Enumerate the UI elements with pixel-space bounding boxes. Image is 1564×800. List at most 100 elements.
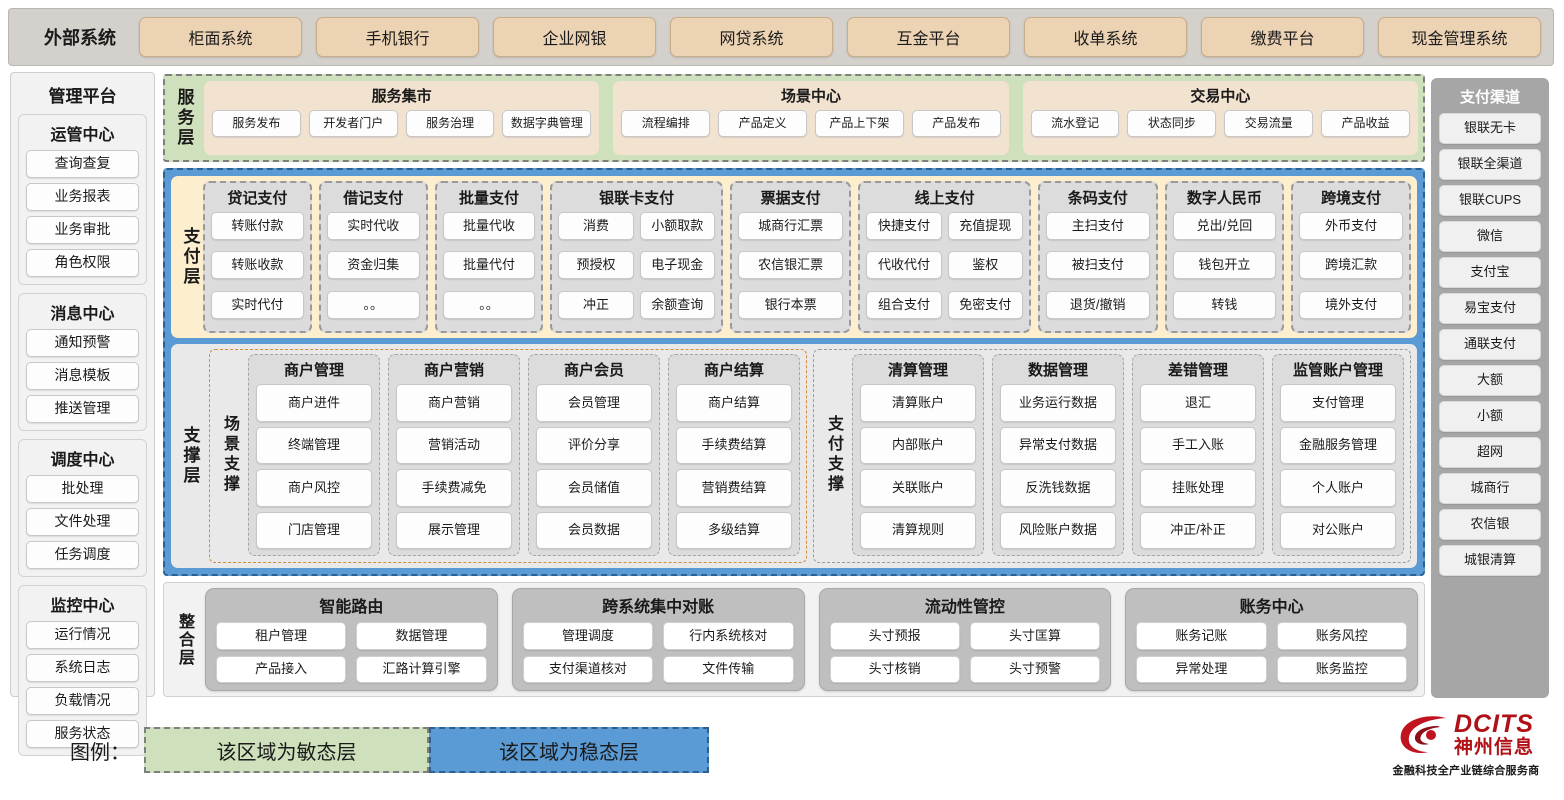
mgmt-item[interactable]: 查询查复 xyxy=(26,150,139,178)
mgmt-item[interactable]: 业务审批 xyxy=(26,216,139,244)
support-item[interactable]: 个人账户 xyxy=(1280,469,1396,507)
support-item[interactable]: 终端管理 xyxy=(256,426,372,464)
integration-item[interactable]: 管理调度 xyxy=(522,622,654,650)
mgmt-item[interactable]: 任务调度 xyxy=(26,541,139,569)
payment-item[interactable]: 余额查询 xyxy=(639,290,715,319)
payment-channel-item[interactable]: 银联全渠道 xyxy=(1439,149,1541,180)
service-item[interactable]: 交易流量 xyxy=(1224,110,1314,137)
support-item[interactable]: 清算账户 xyxy=(860,384,976,422)
payment-item[interactable]: 转账收款 xyxy=(211,251,304,280)
service-item[interactable]: 流水登记 xyxy=(1030,110,1120,137)
payment-item[interactable]: 充值提现 xyxy=(947,212,1023,240)
support-item[interactable]: 手续费结算 xyxy=(676,426,792,464)
payment-item[interactable]: 资金归集 xyxy=(326,251,420,280)
service-item[interactable]: 开发者门户 xyxy=(308,110,398,137)
external-system-item[interactable]: 互金平台 xyxy=(847,17,1010,57)
service-item[interactable]: 流程编排 xyxy=(621,110,711,137)
mgmt-item[interactable]: 服务状态 xyxy=(26,720,139,748)
service-item[interactable]: 产品发布 xyxy=(911,110,1001,137)
support-item[interactable]: 业务运行数据 xyxy=(1000,384,1116,422)
service-item[interactable]: 状态同步 xyxy=(1127,110,1217,137)
payment-item[interactable]: 。。 xyxy=(326,290,420,319)
payment-item[interactable]: 外币支付 xyxy=(1299,212,1404,240)
external-system-item[interactable]: 手机银行 xyxy=(316,17,479,57)
integration-item[interactable]: 账务监控 xyxy=(1276,655,1407,683)
support-item[interactable]: 商户营销 xyxy=(396,384,512,422)
integration-item[interactable]: 头寸核销 xyxy=(829,655,960,683)
external-system-item[interactable]: 柜面系统 xyxy=(139,17,302,57)
payment-item[interactable]: 跨境汇款 xyxy=(1299,251,1404,280)
payment-item[interactable]: 境外支付 xyxy=(1299,290,1404,319)
integration-item[interactable]: 异常处理 xyxy=(1136,655,1267,683)
integration-item[interactable]: 账务风控 xyxy=(1276,622,1407,650)
payment-item[interactable]: 批量代付 xyxy=(442,251,536,280)
mgmt-item[interactable]: 业务报表 xyxy=(26,183,139,211)
integration-item[interactable]: 头寸预警 xyxy=(969,655,1101,683)
mgmt-item[interactable]: 系统日志 xyxy=(26,654,139,682)
support-item[interactable]: 会员储值 xyxy=(536,469,652,507)
support-item[interactable]: 多级结算 xyxy=(676,511,792,549)
payment-channel-item[interactable]: 超网 xyxy=(1439,437,1541,468)
payment-item[interactable]: 免密支付 xyxy=(947,290,1023,319)
payment-channel-item[interactable]: 小额 xyxy=(1439,401,1541,432)
external-system-item[interactable]: 缴费平台 xyxy=(1201,17,1364,57)
support-item[interactable]: 挂账处理 xyxy=(1140,469,1256,507)
support-item[interactable]: 风险账户数据 xyxy=(1000,511,1116,549)
service-item[interactable]: 服务治理 xyxy=(405,110,495,137)
integration-item[interactable]: 头寸匡算 xyxy=(969,622,1101,650)
support-item[interactable]: 内部账户 xyxy=(860,426,976,464)
payment-item[interactable]: 钱包开立 xyxy=(1172,251,1277,280)
support-item[interactable]: 支付管理 xyxy=(1280,384,1396,422)
integration-item[interactable]: 文件传输 xyxy=(663,655,794,683)
support-item[interactable]: 商户进件 xyxy=(256,384,372,422)
payment-item[interactable]: 银行本票 xyxy=(737,290,844,319)
mgmt-item[interactable]: 角色权限 xyxy=(26,249,139,277)
payment-item[interactable]: 冲正 xyxy=(558,290,634,319)
payment-channel-item[interactable]: 银联无卡 xyxy=(1439,113,1541,144)
service-item[interactable]: 产品定义 xyxy=(718,110,807,137)
payment-item[interactable]: 转账付款 xyxy=(211,212,304,240)
support-item[interactable]: 退汇 xyxy=(1140,384,1256,422)
payment-channel-item[interactable]: 通联支付 xyxy=(1439,329,1541,360)
support-item[interactable]: 门店管理 xyxy=(256,511,372,549)
integration-item[interactable]: 账务记账 xyxy=(1136,622,1267,650)
payment-channel-item[interactable]: 城银清算 xyxy=(1439,545,1541,576)
mgmt-item[interactable]: 通知预警 xyxy=(26,329,139,357)
integration-item[interactable]: 租户管理 xyxy=(216,622,347,650)
support-item[interactable]: 冲正/补正 xyxy=(1140,511,1256,549)
support-item[interactable]: 营销活动 xyxy=(396,426,512,464)
payment-item[interactable]: 转钱 xyxy=(1172,290,1277,319)
payment-item[interactable]: 。。 xyxy=(442,290,536,319)
payment-item[interactable]: 实时代收 xyxy=(326,212,420,240)
payment-item[interactable]: 城商行汇票 xyxy=(737,212,844,240)
mgmt-item[interactable]: 消息模板 xyxy=(26,362,139,390)
support-item[interactable]: 评价分享 xyxy=(536,426,652,464)
external-system-item[interactable]: 现金管理系统 xyxy=(1378,17,1541,57)
payment-channel-item[interactable]: 易宝支付 xyxy=(1439,293,1541,324)
external-system-item[interactable]: 网贷系统 xyxy=(670,17,833,57)
payment-channel-item[interactable]: 银联CUPS xyxy=(1439,185,1541,216)
support-item[interactable]: 清算规则 xyxy=(860,511,976,549)
service-item[interactable]: 产品收益 xyxy=(1321,110,1410,137)
external-system-item[interactable]: 收单系统 xyxy=(1024,17,1187,57)
integration-item[interactable]: 产品接入 xyxy=(216,655,347,683)
support-item[interactable]: 商户结算 xyxy=(676,384,792,422)
integration-item[interactable]: 支付渠道核对 xyxy=(522,655,654,683)
service-item[interactable]: 数据字典管理 xyxy=(502,110,592,137)
support-item[interactable]: 会员管理 xyxy=(536,384,652,422)
support-item[interactable]: 会员数据 xyxy=(536,511,652,549)
payment-item[interactable]: 快捷支付 xyxy=(866,212,942,240)
payment-item[interactable]: 电子现金 xyxy=(639,251,715,280)
external-system-item[interactable]: 企业网银 xyxy=(493,17,656,57)
payment-item[interactable]: 小额取款 xyxy=(639,212,715,240)
payment-item[interactable]: 主扫支付 xyxy=(1045,212,1150,240)
mgmt-item[interactable]: 文件处理 xyxy=(26,508,139,536)
support-item[interactable]: 关联账户 xyxy=(860,469,976,507)
payment-item[interactable]: 组合支付 xyxy=(866,290,942,319)
payment-item[interactable]: 退货/撤销 xyxy=(1045,290,1150,319)
support-item[interactable]: 异常支付数据 xyxy=(1000,426,1116,464)
payment-item[interactable]: 被扫支付 xyxy=(1045,251,1150,280)
payment-item[interactable]: 鉴权 xyxy=(947,251,1023,280)
service-item[interactable]: 服务发布 xyxy=(212,110,301,137)
mgmt-item[interactable]: 运行情况 xyxy=(26,621,139,649)
